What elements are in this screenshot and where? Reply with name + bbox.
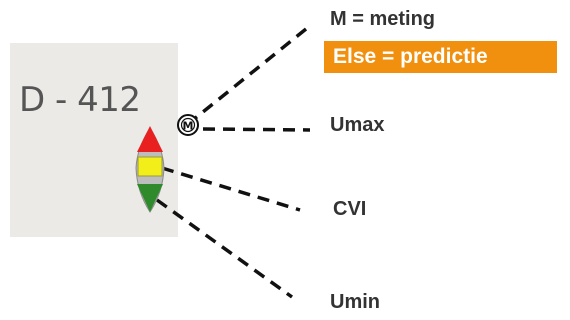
cvi-label: CVI: [333, 198, 367, 220]
connector-umin-line: [155, 198, 294, 299]
station-id-label: D - 412: [19, 80, 141, 120]
connector-mode-line: [186, 27, 308, 126]
cvi-yellow-square-icon: [137, 156, 163, 177]
circled-m-icon: M: [177, 114, 199, 136]
mode-glyph: M: [183, 120, 194, 133]
umin-green-triangle-icon: [137, 184, 163, 212]
umin-label: Umin: [330, 291, 380, 313]
prediction-label: Else = predictie: [324, 41, 557, 73]
connector-cvi-line: [161, 166, 301, 212]
umax-red-triangle-icon: [137, 126, 163, 152]
connector-umax-line: [202, 127, 311, 132]
mode-meting-label: M = meting: [330, 8, 436, 30]
umax-label: Umax: [330, 114, 385, 136]
